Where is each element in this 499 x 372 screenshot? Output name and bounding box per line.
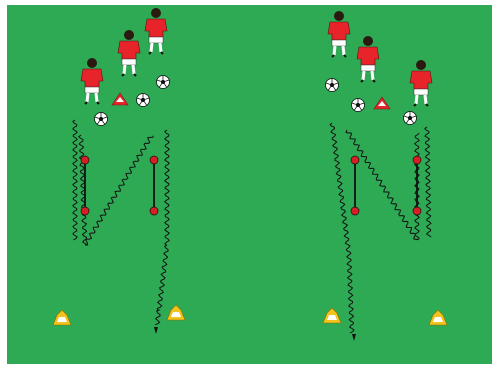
soccer-ball-icon (94, 112, 108, 126)
soccer-ball-icon (403, 111, 417, 125)
soccer-ball-icon (136, 93, 150, 107)
arrow-head-icon (154, 327, 158, 334)
soccer-ball-icon (156, 75, 170, 89)
soccer-ball-icon (351, 98, 365, 112)
field-surface (7, 5, 492, 364)
dribble-path (72, 119, 78, 241)
drill-diagram-svg (7, 5, 492, 364)
arrow-head-icon (352, 334, 356, 341)
soccer-ball-icon (325, 78, 339, 92)
slalom-pole-icon (80, 155, 90, 216)
slalom-pole-icon (149, 155, 159, 216)
slalom-pole-icon (412, 155, 422, 216)
dribble-path (154, 129, 170, 326)
training-field (7, 5, 492, 364)
slalom-pole-icon (350, 155, 360, 216)
dribble-path (329, 122, 355, 334)
dribble-path (424, 126, 432, 238)
